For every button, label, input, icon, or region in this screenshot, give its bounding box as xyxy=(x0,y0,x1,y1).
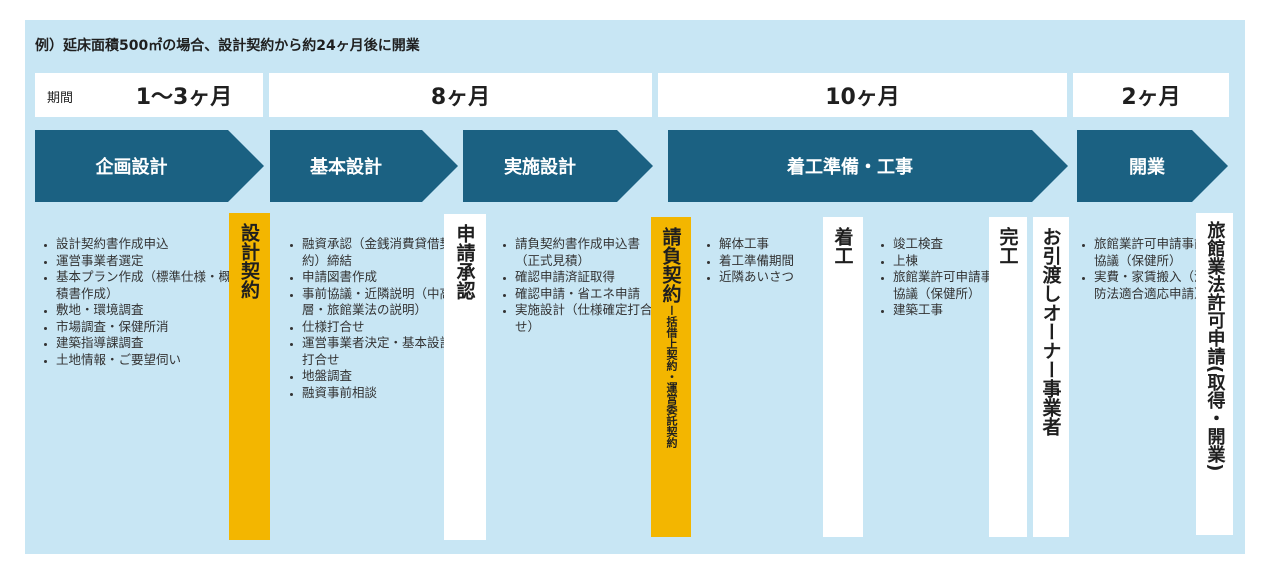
list-item: 土地情報・ご要望伺い xyxy=(56,352,256,369)
milestone-shinsei-shonin: 申請承認 xyxy=(444,214,486,540)
period-value-2: 8ヶ月 xyxy=(430,85,491,110)
list-item: 建築指導課調査 xyxy=(56,335,256,352)
milestone-kanko-label: 完工 xyxy=(996,227,1019,265)
task-list-kaigyo: 旅館業許可申請事前協議（保健所） 実費・家賃搬入（消防法適合適応申請） xyxy=(1074,236,1212,302)
list-item: 建築工事 xyxy=(893,302,1008,319)
list-item: 旅館業許可申請事前協議（保健所） xyxy=(893,269,1008,302)
list-item: 着工準備期間 xyxy=(719,253,844,270)
list-item: 旅館業許可申請事前協議（保健所） xyxy=(1094,236,1212,269)
list-item: 設計契約書作成申込 xyxy=(56,236,256,253)
list-item: 確認申請済証取得 xyxy=(515,269,663,286)
period-box-2: 8ヶ月 xyxy=(269,73,652,117)
period-value-3: 10ヶ月 xyxy=(825,85,900,110)
milestone-ukeoi-keiyaku: 請負契約 ー括借上契約・運営委託契約 xyxy=(651,217,691,537)
list-item: 仕様打合せ xyxy=(302,319,462,336)
task-list-koji: 竣工検査 上棟 旅館業許可申請事前協議（保健所） 建築工事 xyxy=(873,236,1008,319)
milestone-kanko: 完工 xyxy=(989,217,1027,537)
list-item: 上棟 xyxy=(893,253,1008,270)
milestone-ukeoi-sub-label: ー括借上契約・運営委託契約 xyxy=(665,305,678,448)
phase-arrow-1 xyxy=(35,130,264,202)
milestone-ukeoi-keiyaku-label: 請負契約 xyxy=(659,227,682,303)
list-item: 市場調査・保健所消 xyxy=(56,319,256,336)
period-box-4: 2ヶ月 xyxy=(1073,73,1229,117)
list-item: 竣工検査 xyxy=(893,236,1008,253)
list-item: 運営事業者決定・基本設計打合せ xyxy=(302,335,462,368)
phase-label-kihon: 基本設計 xyxy=(310,157,382,178)
list-item: 基本プラン作成（標準仕様・概算見積書作成） xyxy=(56,269,256,302)
period-value-4: 2ヶ月 xyxy=(1121,85,1181,110)
milestone-kyoka: 旅館業法許可申請(取得・開業) xyxy=(1196,213,1233,535)
list-item: 近隣あいさつ xyxy=(719,269,844,286)
list-item: 運営事業者選定 xyxy=(56,253,256,270)
list-item: 解体工事 xyxy=(719,236,844,253)
milestone-chakko: 着工 xyxy=(823,217,863,537)
list-item: 実施設計（仕様確定打合せ） xyxy=(515,302,663,335)
list-item: 地盤調査 xyxy=(302,368,462,385)
list-item: 事前協議・近隣説明（中高層・旅館業法の説明） xyxy=(302,286,462,319)
phase-label-jisshi: 実施設計 xyxy=(504,157,576,178)
period-value-1: 1～3ヶ月 xyxy=(135,85,233,110)
task-list-jisshi: 請負契約書作成申込書（正式見積） 確認申請済証取得 確認申請・省エネ申請 実施設… xyxy=(495,236,663,335)
list-item: 敷地・環境調査 xyxy=(56,302,256,319)
milestone-hikiwatashi-label: お引渡しオーナー事業者 xyxy=(1039,227,1062,436)
period-box-3: 10ヶ月 xyxy=(658,73,1067,117)
phase-label-kikaku: 企画設計 xyxy=(95,157,168,178)
milestone-chakko-label: 着工 xyxy=(831,227,854,265)
period-label: 期間 xyxy=(47,91,74,106)
diagram-title: 例）延床面積500㎡の場合、設計契約から約24ヶ月後に開業 xyxy=(35,38,420,54)
phase-label-kaigyo: 開業 xyxy=(1129,157,1165,178)
list-item: 融資事前相談 xyxy=(302,385,462,402)
task-list-junbi: 解体工事 着工準備期間 近隣あいさつ xyxy=(699,236,844,286)
milestone-shinsei-shonin-label: 申請承認 xyxy=(453,224,476,300)
phase-arrow-3 xyxy=(463,130,653,202)
milestone-hikiwatashi: お引渡しオーナー事業者 xyxy=(1033,217,1069,537)
task-list-kihon: 融資承認（金銭消費貸借契約）締結 申請図書作成 事前協議・近隣説明（中高層・旅館… xyxy=(282,236,462,401)
list-item: 実費・家賃搬入（消防法適合適応申請） xyxy=(1094,269,1212,302)
phase-arrow-5 xyxy=(1077,130,1228,202)
phase-arrow-2 xyxy=(270,130,458,202)
milestone-sekkei-keiyaku-label: 設計契約 xyxy=(238,223,260,299)
task-list-kikaku: 設計契約書作成申込 運営事業者選定 基本プラン作成（標準仕様・概算見積書作成） … xyxy=(36,236,256,368)
period-box-1: 期間 1～3ヶ月 xyxy=(35,73,263,117)
phase-label-junbi-koji: 着工準備・工事 xyxy=(787,157,913,178)
list-item: 請負契約書作成申込書（正式見積） xyxy=(515,236,663,269)
list-item: 確認申請・省エネ申請 xyxy=(515,286,663,303)
milestone-sekkei-keiyaku: 設計契約 xyxy=(229,213,270,540)
phase-arrow-4 xyxy=(668,130,1068,202)
list-item: 申請図書作成 xyxy=(302,269,462,286)
list-item: 融資承認（金銭消費貸借契約）締結 xyxy=(302,236,462,269)
milestone-kyoka-label: 旅館業法許可申請(取得・開業) xyxy=(1204,221,1226,472)
